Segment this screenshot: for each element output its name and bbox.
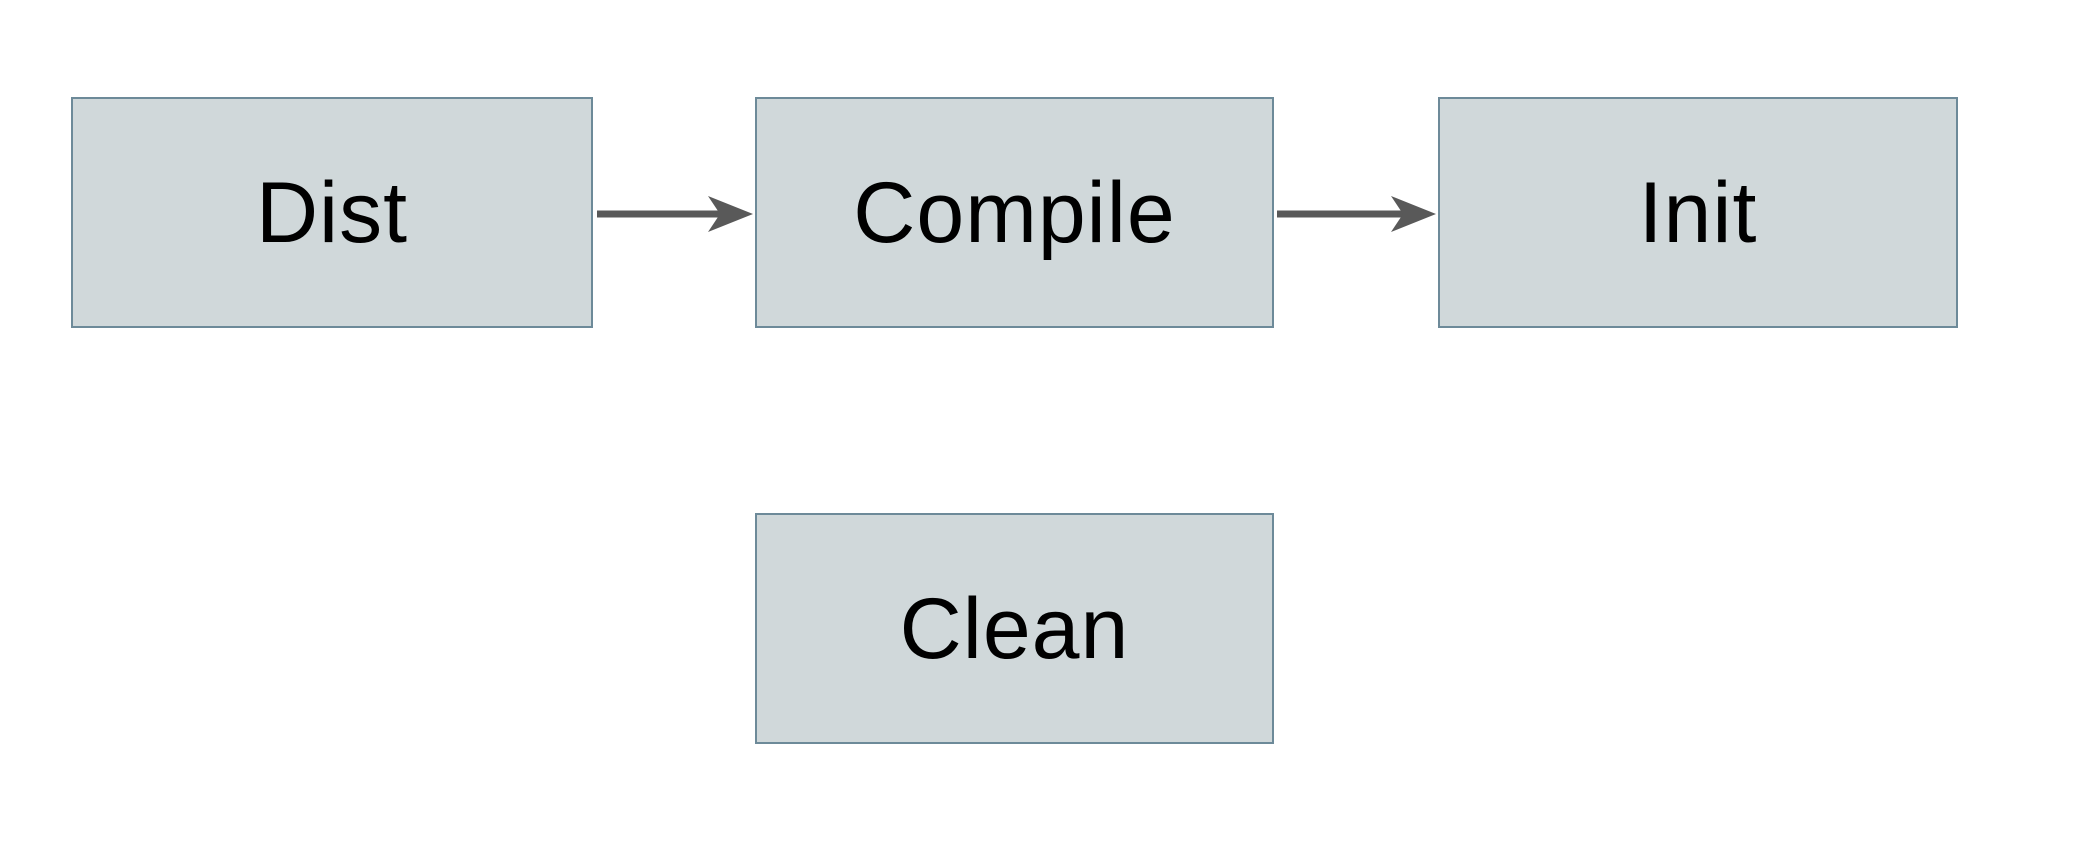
node-dist-label: Dist: [255, 164, 409, 261]
node-dist[interactable]: Dist: [71, 97, 593, 328]
node-clean[interactable]: Clean: [755, 513, 1274, 744]
node-init[interactable]: Init: [1438, 97, 1958, 328]
edge-dist-to-compile[interactable]: [597, 196, 753, 232]
node-init-label: Init: [1638, 164, 1758, 261]
edge-compile-to-init[interactable]: [1277, 196, 1436, 232]
node-compile-label: Compile: [853, 164, 1176, 261]
node-compile[interactable]: Compile: [755, 97, 1274, 328]
edge-dist-to-compile-arrowhead-icon: [708, 196, 753, 232]
edge-compile-to-init-arrowhead-icon: [1391, 196, 1436, 232]
node-clean-label: Clean: [899, 580, 1130, 677]
